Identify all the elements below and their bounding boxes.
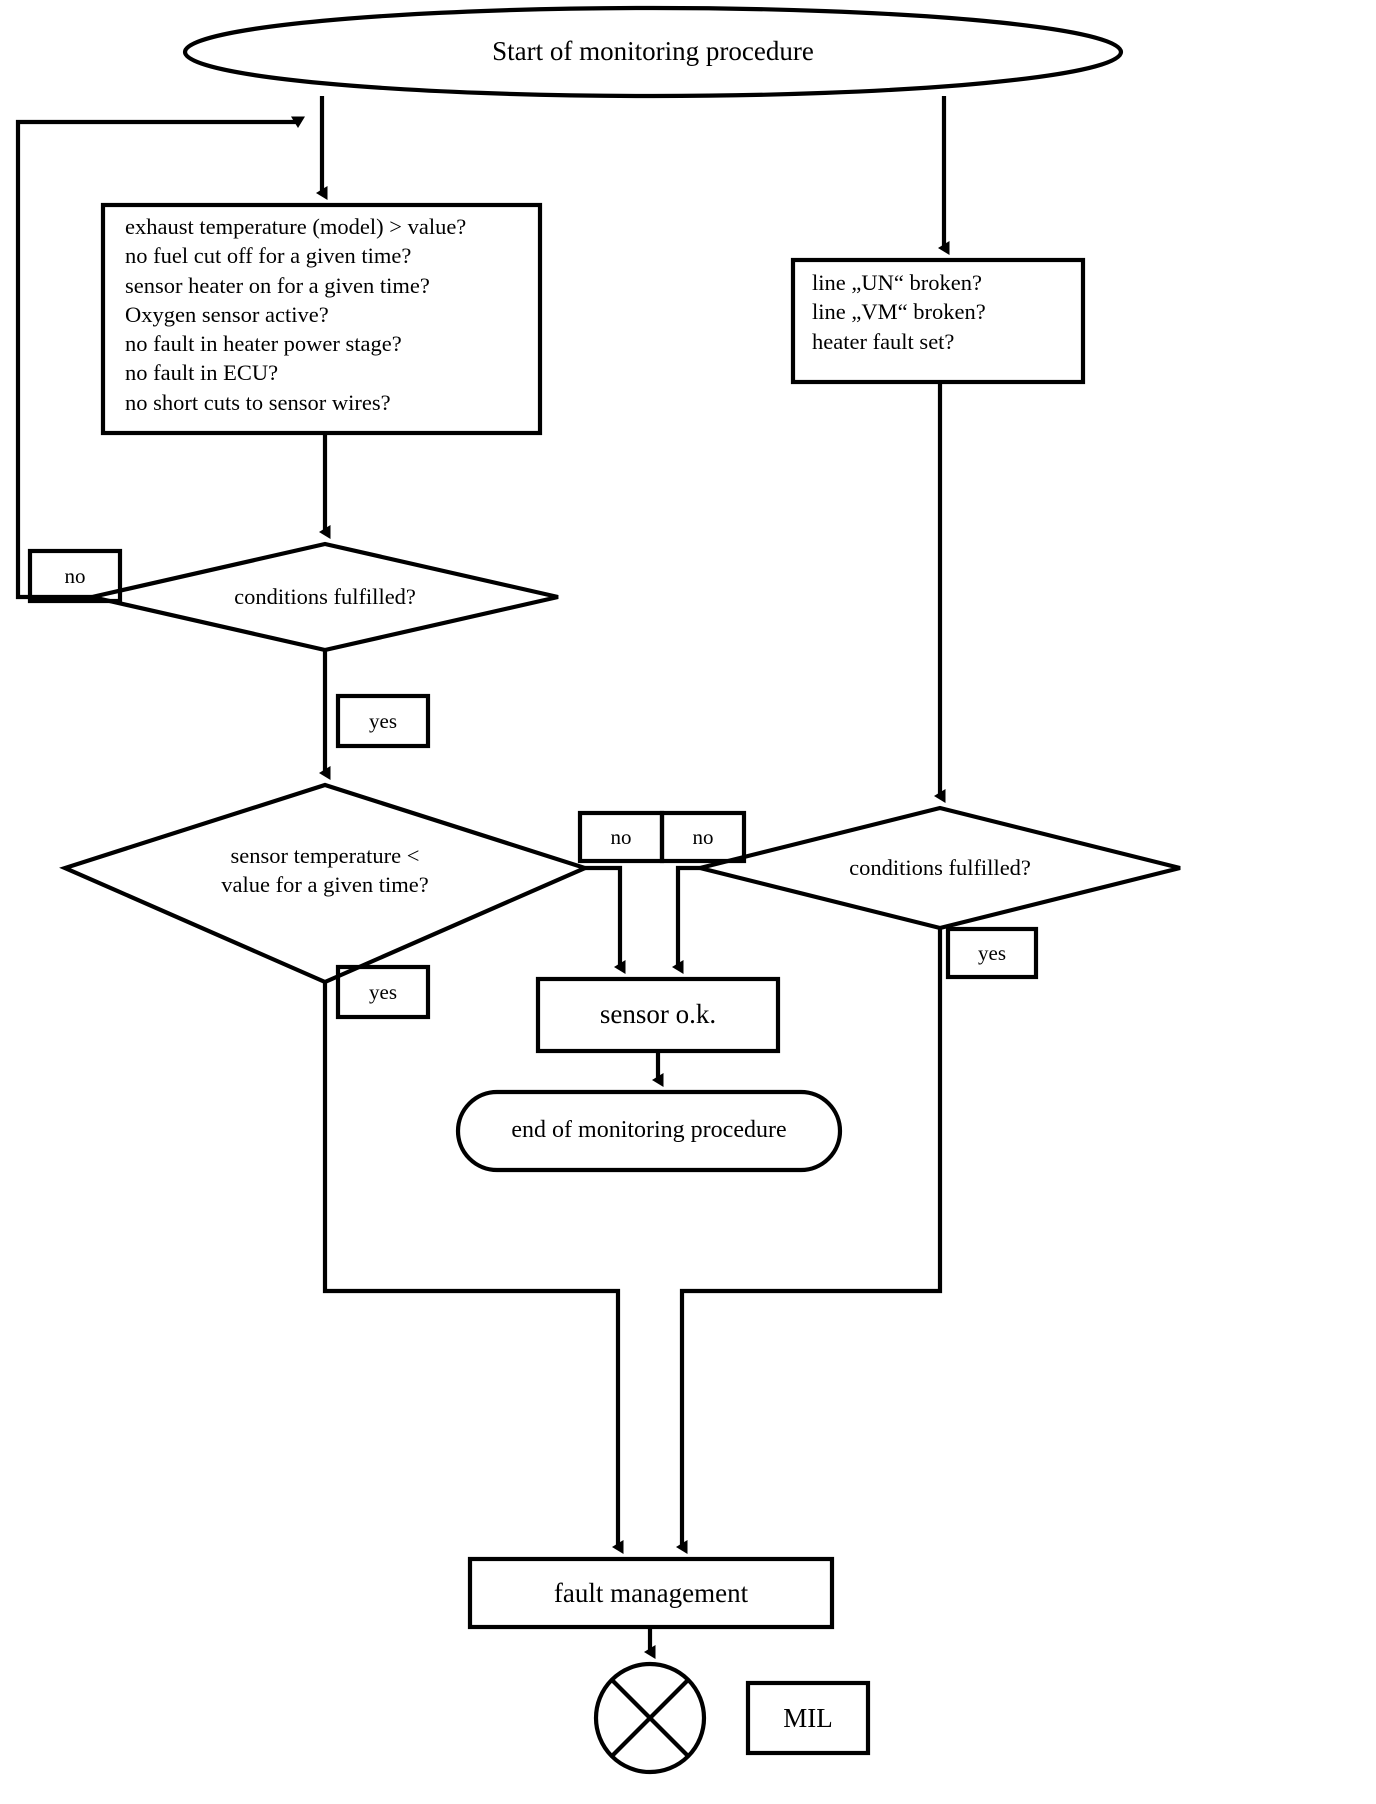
sensor-ok-shape bbox=[535, 976, 781, 1054]
conditions-left-shape bbox=[100, 202, 543, 436]
fault-management-shape bbox=[467, 1556, 835, 1630]
end-terminator-shape bbox=[455, 1089, 843, 1173]
edge-label-mid-no-b: no bbox=[692, 824, 714, 849]
mil-label-shape bbox=[745, 1680, 871, 1756]
edge-decision-right-no bbox=[672, 865, 700, 974]
edge-label-right-yes: yes bbox=[978, 940, 1006, 965]
decision-left-shape bbox=[91, 541, 559, 653]
edge-label-sensor-temp-yes: yes bbox=[369, 979, 397, 1004]
edge-sensor-temp-yes bbox=[322, 982, 624, 1554]
edge-decision-left-no-loop bbox=[15, 116, 305, 600]
decision-sensor-temp-shape bbox=[59, 782, 591, 985]
start-ellipse-shape bbox=[182, 5, 1124, 99]
edge-sensor-temp-no bbox=[585, 865, 626, 974]
label-box-left-yes bbox=[335, 693, 431, 749]
mil-circle-shape bbox=[593, 1661, 707, 1775]
decision-right-shape bbox=[699, 805, 1181, 931]
label-box-left-no bbox=[27, 548, 123, 604]
mil-x-stroke-2 bbox=[610, 1678, 690, 1758]
edge-label-left-no: no bbox=[64, 563, 86, 588]
edge-label-mid-no-a: no bbox=[610, 824, 632, 849]
edge-decision-right-yes bbox=[676, 928, 943, 1554]
edge-label-left-yes: yes bbox=[369, 708, 397, 733]
label-box-mid-no-b bbox=[659, 810, 747, 864]
label-box-right-yes bbox=[945, 926, 1039, 980]
label-box-sensor-yes bbox=[335, 964, 431, 1020]
conditions-right-shape bbox=[790, 257, 1086, 385]
